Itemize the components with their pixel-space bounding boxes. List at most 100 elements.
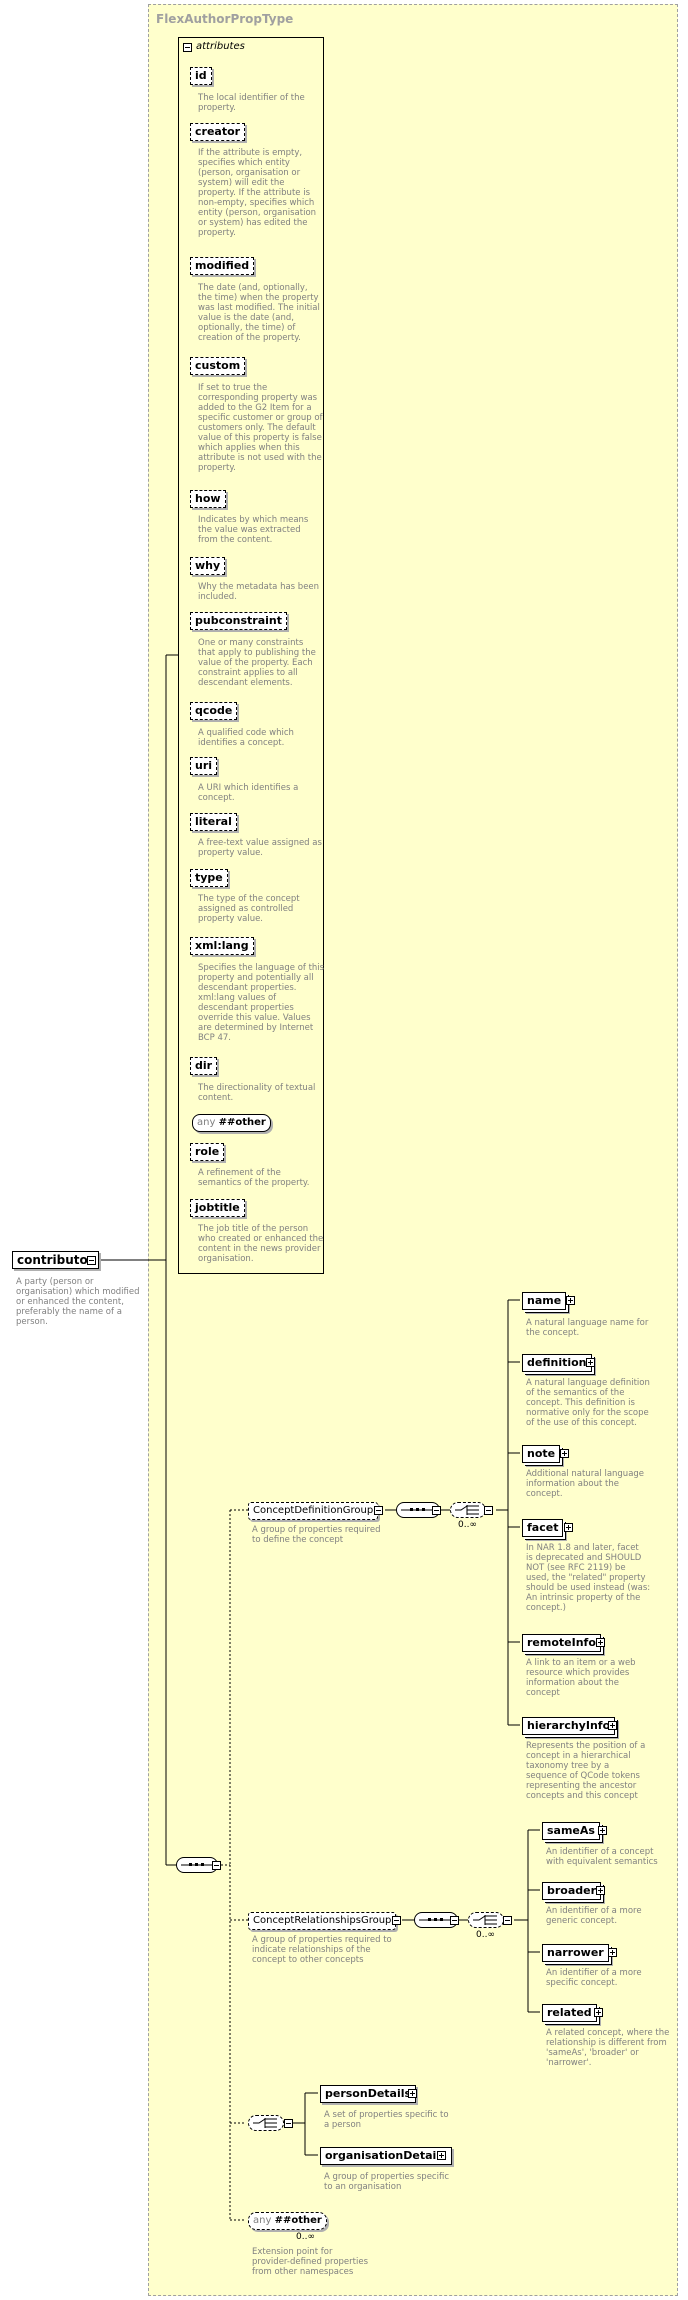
occurrence-label: 0..∞	[476, 1930, 495, 1940]
expand-icon[interactable]	[596, 1638, 605, 1647]
choice-compositor-icon[interactable]	[450, 1502, 486, 1518]
element-definition[interactable]: definition	[522, 1354, 592, 1372]
group-description: A group of properties required to define…	[252, 1525, 381, 1545]
expand-icon[interactable]	[560, 1449, 569, 1458]
attributes-label: attributes	[196, 41, 245, 52]
choice-switch-icon	[253, 2118, 277, 2128]
element-desc: A natural language definition of the sem…	[526, 1378, 650, 1428]
expand-icon[interactable]	[408, 2089, 417, 2098]
choice-compositor-icon[interactable]	[248, 2115, 284, 2131]
element-desc: A set of properties specific to a person	[324, 2110, 449, 2130]
any-namespace: ##other	[274, 2215, 322, 2226]
element-narrower[interactable]: narrower	[542, 1944, 609, 1962]
collapse-sequence-icon[interactable]	[450, 1916, 459, 1925]
occurrence-label: 0..∞	[296, 2232, 315, 2242]
sequence-dots-icon	[401, 1508, 435, 1511]
attribute-role[interactable]: role	[190, 1143, 225, 1161]
expand-icon[interactable]	[566, 1296, 575, 1305]
element-related[interactable]: related	[542, 2004, 597, 2022]
attribute-desc: If set to true the corresponding propert…	[198, 383, 323, 473]
attribute-desc: Indicates by which means the value was e…	[198, 515, 309, 545]
type-title: FlexAuthorPropType	[156, 12, 294, 26]
element-persondetails[interactable]: personDetails	[320, 2085, 417, 2103]
occurrence-label: 0..∞	[458, 1520, 477, 1530]
attribute-uri[interactable]: uri	[190, 757, 218, 775]
attribute-desc: The type of the concept assigned as cont…	[198, 894, 300, 924]
any-other-wildcard[interactable]: any ##other	[248, 2212, 327, 2230]
attribute-modified[interactable]: modified	[190, 257, 255, 275]
collapse-group-icon[interactable]	[392, 1916, 401, 1925]
attribute-creator[interactable]: creator	[190, 123, 246, 141]
any-keyword: any	[197, 1117, 216, 1128]
collapse-root-icon[interactable]	[87, 1256, 96, 1265]
element-desc: An identifier of a more specific concept…	[546, 1968, 642, 1988]
expand-icon[interactable]	[594, 2008, 603, 2017]
any-other-description: Extension point for provider-defined pro…	[252, 2247, 369, 2277]
collapse-choice-icon[interactable]	[484, 1506, 493, 1515]
expand-icon[interactable]	[608, 1721, 617, 1730]
attribute-desc: A refinement of the semantics of the pro…	[198, 1168, 310, 1188]
root-description: A party (person or organisation) which m…	[16, 1277, 140, 1327]
concept-relationships-group[interactable]: ConceptRelationshipsGroup	[248, 1912, 397, 1930]
concept-definition-group[interactable]: ConceptDefinitionGroup	[248, 1502, 379, 1520]
attribute-how[interactable]: how	[190, 490, 226, 508]
sequence-compositor-icon[interactable]	[396, 1502, 440, 1518]
element-desc: An identifier of a more generic concept.	[546, 1906, 642, 1926]
element-desc: A natural language name for the concept.	[526, 1318, 649, 1338]
collapse-attributes-icon[interactable]	[183, 43, 192, 52]
attribute-type[interactable]: type	[190, 869, 228, 887]
sequence-dots-icon	[181, 1863, 213, 1866]
attribute-custom[interactable]: custom	[190, 357, 246, 375]
attribute-xml-lang[interactable]: xml:lang	[190, 937, 254, 955]
element-note[interactable]: note	[522, 1445, 561, 1463]
attribute-desc: The job title of the person who created …	[198, 1224, 324, 1264]
sequence-dots-icon	[419, 1918, 453, 1921]
attribute-jobtitle[interactable]: jobtitle	[190, 1199, 245, 1217]
element-sameas[interactable]: sameAs	[542, 1822, 600, 1840]
choice-switch-icon	[455, 1505, 479, 1515]
element-desc: In NAR 1.8 and later, facet is deprecate…	[526, 1543, 651, 1613]
element-organisationdetails[interactable]: organisationDetails	[320, 2147, 452, 2165]
attribute-dir[interactable]: dir	[190, 1057, 218, 1075]
attribute-desc: If the attribute is empty, specifies whi…	[198, 148, 317, 238]
choice-compositor-icon[interactable]	[468, 1912, 504, 1928]
element-facet[interactable]: facet	[522, 1519, 564, 1537]
any-keyword: any	[253, 2215, 272, 2226]
attribute-desc: A URI which identifies a concept.	[198, 783, 299, 803]
collapse-sequence-icon[interactable]	[212, 1861, 221, 1870]
element-desc: A group of properties specific to an org…	[324, 2172, 449, 2192]
attribute-any-other[interactable]: any ##other	[192, 1114, 271, 1132]
element-hierarchyinfo[interactable]: hierarchyInfo	[522, 1717, 616, 1735]
attribute-literal[interactable]: literal	[190, 813, 237, 831]
attribute-why[interactable]: why	[190, 557, 226, 575]
expand-icon[interactable]	[437, 2151, 446, 2160]
attribute-desc: Specifies the language of this property …	[198, 963, 325, 1043]
root-element-contributor[interactable]: contributor	[12, 1251, 99, 1269]
element-remoteinfo[interactable]: remoteInfo	[522, 1634, 601, 1652]
group-description: A group of properties required to indica…	[252, 1935, 392, 1965]
attribute-pubconstraint[interactable]: pubconstraint	[190, 612, 288, 630]
expand-icon[interactable]	[564, 1523, 573, 1532]
element-name[interactable]: name	[522, 1292, 567, 1310]
sequence-compositor-icon[interactable]	[414, 1912, 458, 1928]
element-desc: An identifier of a concept with equivale…	[546, 1847, 658, 1867]
element-desc: Represents the position of a concept in …	[526, 1741, 646, 1801]
expand-icon[interactable]	[596, 1886, 605, 1895]
collapse-choice-icon[interactable]	[284, 2119, 293, 2128]
collapse-group-icon[interactable]	[374, 1506, 383, 1515]
attribute-desc: One or many constraints that apply to pu…	[198, 638, 316, 688]
attribute-desc: A qualified code which identifies a conc…	[198, 728, 294, 748]
expand-icon[interactable]	[586, 1358, 595, 1367]
attribute-desc: Why the metadata has been included.	[198, 582, 320, 602]
element-broader[interactable]: broader	[542, 1882, 602, 1900]
collapse-sequence-icon[interactable]	[432, 1506, 441, 1515]
attribute-qcode[interactable]: qcode	[190, 702, 238, 720]
attribute-desc: A free-text value assigned as property v…	[198, 838, 322, 858]
expand-icon[interactable]	[608, 1948, 617, 1957]
attribute-desc: The local identifier of the property.	[198, 93, 305, 113]
attribute-desc: The directionality of textual content.	[198, 1083, 316, 1103]
attribute-id[interactable]: id	[190, 67, 212, 85]
collapse-choice-icon[interactable]	[503, 1916, 512, 1925]
expand-icon[interactable]	[598, 1826, 607, 1835]
